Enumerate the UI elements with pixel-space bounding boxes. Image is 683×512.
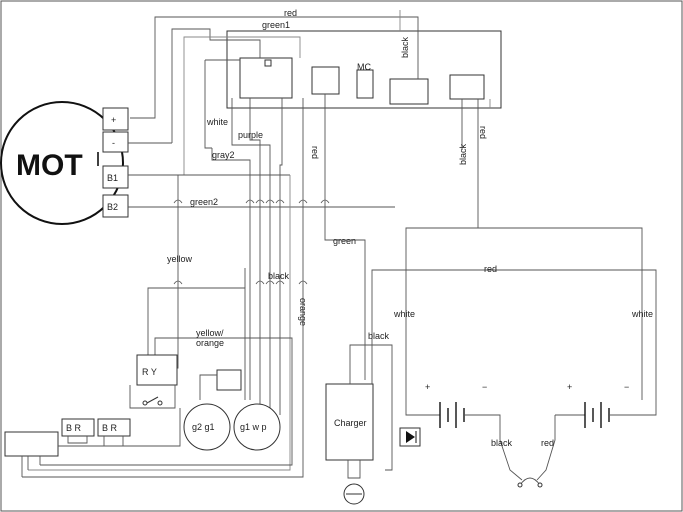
- gauge-1-label: g2 g1: [192, 422, 215, 432]
- label-yellow: yellow: [167, 254, 193, 264]
- upper-loop-wire: [183, 36, 301, 175]
- diode-icon: [406, 431, 415, 443]
- gauge-connector-wire: [199, 374, 217, 400]
- label-red-mid: red: [310, 146, 320, 159]
- br-block-2: [97, 418, 131, 437]
- red-bus-wire: [371, 269, 657, 416]
- label-green1: green1: [262, 20, 290, 30]
- yellow-wire: [155, 175, 179, 369]
- label-yellow-orange: yellow/ orange: [196, 328, 226, 348]
- label-red-bus: red: [484, 264, 497, 274]
- battery-2: [536, 402, 632, 481]
- controller-connector-right: [449, 74, 485, 100]
- label-black-bottom: black: [491, 438, 513, 448]
- controller-connector-red: [311, 66, 340, 95]
- key-switch-wire: [58, 408, 181, 447]
- controller-pin: [264, 59, 272, 67]
- motor-terminal-plus-label: +: [111, 115, 116, 125]
- label-mc: MC: [357, 62, 371, 72]
- motor-terminal-b1-label: B1: [107, 173, 118, 183]
- white-right-feed: [478, 227, 643, 400]
- gauge-connector: [216, 369, 242, 391]
- relay-contact-left: [142, 400, 148, 406]
- motor-terminal-plus: [102, 107, 129, 131]
- br-2-wire: [103, 436, 124, 447]
- battery-link-terminal-2: [537, 482, 543, 488]
- motor-terminal-b2-label: B2: [107, 202, 118, 212]
- br-block-2-label: B R: [102, 423, 118, 433]
- yellow-orange-wire: [40, 337, 293, 466]
- red-green-wire: [324, 94, 366, 380]
- purple-wire: [249, 98, 261, 415]
- label-red-top: red: [284, 8, 297, 18]
- controller-connector-black: [389, 78, 429, 105]
- battery-link: [519, 477, 541, 486]
- black-loop-wire: [147, 287, 246, 400]
- label-white-right: white: [631, 309, 653, 319]
- motor-terminal-b1: [102, 165, 129, 189]
- mc-connector: [356, 69, 374, 99]
- motor-terminal-minus: [102, 131, 129, 153]
- battery-2-plus: +: [567, 382, 572, 392]
- relay-label: R Y: [142, 367, 157, 377]
- label-yellow-orange-line2: orange: [196, 338, 224, 348]
- motor-terminal-minus-label: -: [112, 138, 115, 148]
- label-yellow-orange-line1: yellow/: [196, 328, 224, 338]
- relay-switch-loop: [129, 385, 176, 409]
- relay-box: [136, 354, 178, 386]
- br-block-1: [61, 418, 95, 437]
- label-white-left: white: [393, 309, 415, 319]
- relay-switch-blade: [146, 396, 159, 404]
- green1-wire: [171, 28, 261, 143]
- gray2-wire: [211, 148, 251, 400]
- motor-terminal-b2: [102, 194, 129, 218]
- red-top-wire: [130, 16, 419, 119]
- motor-label: MOT: [16, 149, 83, 182]
- br-1-wire: [67, 436, 88, 444]
- black-charger-wire: [349, 344, 393, 471]
- label-green-mid: green: [333, 236, 356, 246]
- label-gray2: gray2: [212, 150, 235, 160]
- label-black-right: black: [458, 143, 468, 165]
- charger-box: [325, 383, 374, 461]
- motor-circle: [0, 101, 124, 225]
- br-block-1-label: B R: [66, 423, 82, 433]
- gauge-feed-wire: [279, 98, 283, 415]
- white-down-wire: [231, 98, 271, 420]
- label-black-top: black: [400, 36, 410, 58]
- battery-link-terminal-1: [517, 482, 523, 488]
- charger-plug-leads: [347, 460, 361, 479]
- label-black-charger: black: [368, 331, 390, 341]
- label-red-right: red: [478, 126, 488, 139]
- charger-label: Charger: [334, 418, 367, 428]
- gauge-2: [233, 403, 281, 451]
- battery-1: [405, 400, 523, 481]
- battery-1-plus: +: [425, 382, 430, 392]
- label-red-bottom: red: [541, 438, 554, 448]
- return-wire: [28, 175, 291, 471]
- label-black-mid: black: [268, 271, 290, 281]
- relay-contact-right: [157, 400, 163, 406]
- battery-1-minus: −: [482, 382, 487, 392]
- label-purple: purple: [238, 130, 263, 140]
- gauge-1: [183, 403, 231, 451]
- white-wire: [204, 60, 212, 149]
- battery-2-minus: −: [624, 382, 629, 392]
- label-green2: green2: [190, 197, 218, 207]
- label-white: white: [206, 117, 228, 127]
- orange-wire: [22, 98, 304, 478]
- red-right-wire: [405, 99, 479, 400]
- gauge-2-label: g1 w p: [240, 422, 267, 432]
- label-orange: orange: [298, 298, 308, 326]
- key-switch-box: [4, 431, 59, 457]
- wire-crossings: [173, 199, 330, 285]
